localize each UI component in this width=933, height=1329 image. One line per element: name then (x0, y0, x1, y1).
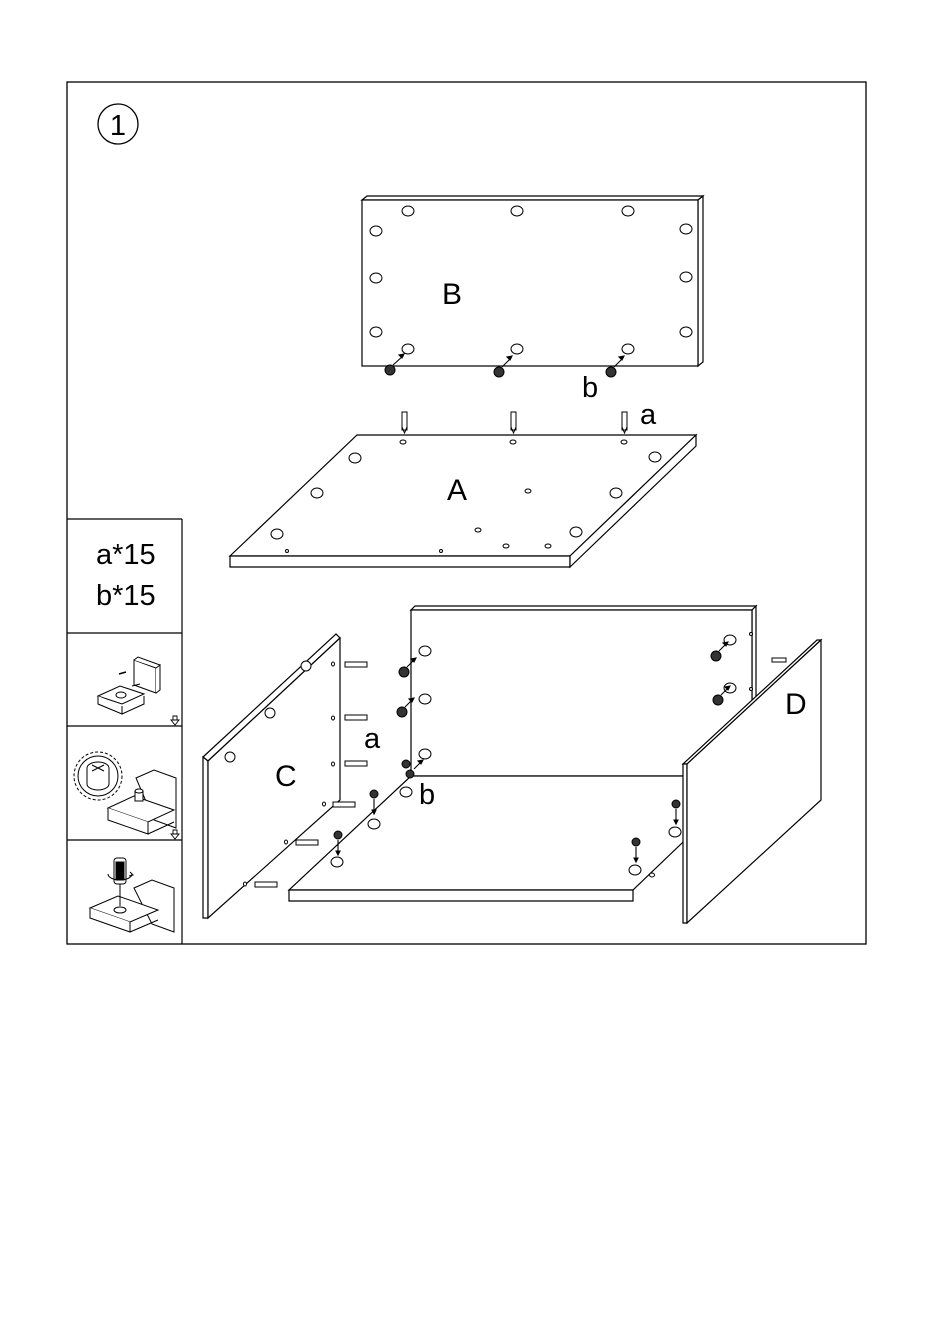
label-part-b: B (442, 278, 462, 311)
dowel-a-top (402, 412, 627, 433)
legend-panel: a*15 b*15 (67, 519, 182, 944)
step-number: 1 (110, 110, 126, 142)
down-arrow-icon (171, 716, 179, 725)
label-part-a: A (447, 474, 467, 507)
panel-b (362, 196, 703, 366)
legend-a-count: a*15 (96, 539, 156, 571)
cam-insertion-icon (98, 657, 160, 714)
down-arrow-icon (171, 830, 179, 839)
label-part-c: C (275, 760, 297, 793)
legend-b-count: b*15 (96, 580, 156, 612)
label-hardware-b-bottom: b (419, 779, 435, 811)
label-hardware-a-top: a (640, 399, 657, 431)
label-hardware-b-top: b (582, 372, 598, 404)
screwdriver-tighten-icon (90, 858, 174, 932)
step-badge: 1 (98, 104, 138, 144)
cam-lock-zoom-icon (74, 752, 176, 834)
label-part-d: D (785, 688, 807, 721)
label-hardware-a-bottom: a (364, 723, 381, 755)
